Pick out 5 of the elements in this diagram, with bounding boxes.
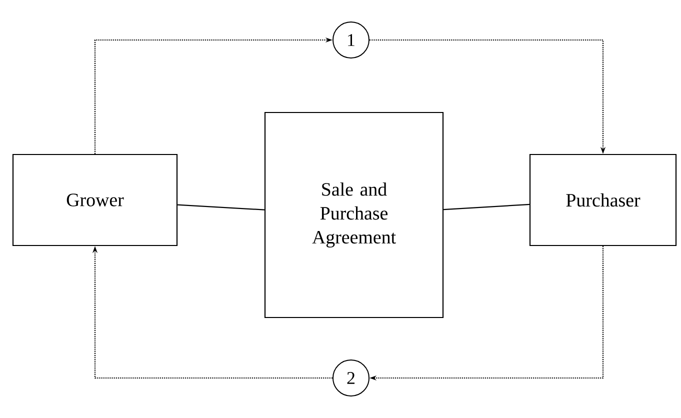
connector-line: [178, 204, 264, 210]
process-box: Grower: [12, 154, 178, 246]
connector-line: [444, 204, 530, 210]
process-box: Sale and Purchase Agreement: [264, 112, 444, 318]
process-box: Purchaser: [529, 154, 677, 246]
